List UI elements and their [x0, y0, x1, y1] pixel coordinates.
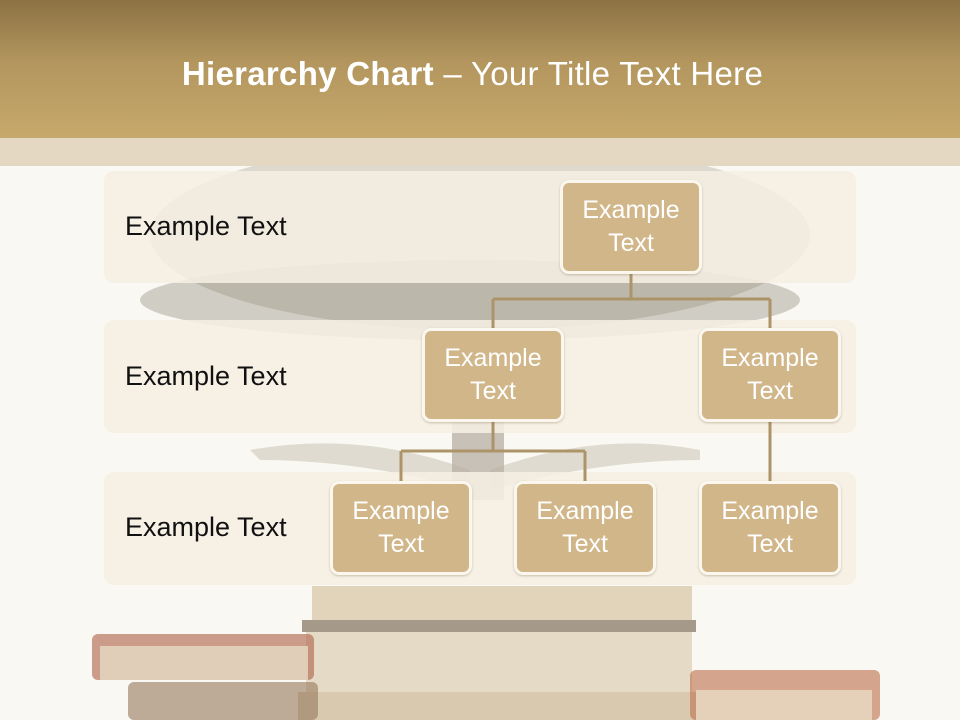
- node-root[interactable]: Example Text: [560, 180, 702, 274]
- node-level3-c-label: Example Text: [721, 497, 819, 558]
- slide-title-rest: – Your Title Text Here: [433, 55, 764, 92]
- slide-title-bold: Hierarchy Chart: [181, 55, 434, 92]
- level-label-3: Example Text: [125, 512, 287, 542]
- title-bar: [0, 0, 960, 138]
- title-underline-strip: [0, 138, 960, 166]
- level-band-1: Example Text: [104, 171, 856, 283]
- node-level3-a-label: Example Text: [352, 497, 450, 558]
- slide-title: Hierarchy Chart – Your Title Text Here: [0, 55, 945, 93]
- level-label-1: Example Text: [125, 211, 287, 241]
- node-level3-c[interactable]: Example Text: [699, 481, 841, 575]
- node-level2-right[interactable]: Example Text: [699, 328, 841, 422]
- node-level2-left-label: Example Text: [444, 344, 542, 405]
- level-label-2: Example Text: [125, 361, 287, 391]
- node-level3-b[interactable]: Example Text: [514, 481, 656, 575]
- node-level3-a[interactable]: Example Text: [330, 481, 472, 575]
- node-level2-right-label: Example Text: [721, 344, 819, 405]
- node-root-label: Example Text: [582, 196, 680, 257]
- node-level3-b-label: Example Text: [536, 497, 634, 558]
- node-level2-left[interactable]: Example Text: [422, 328, 564, 422]
